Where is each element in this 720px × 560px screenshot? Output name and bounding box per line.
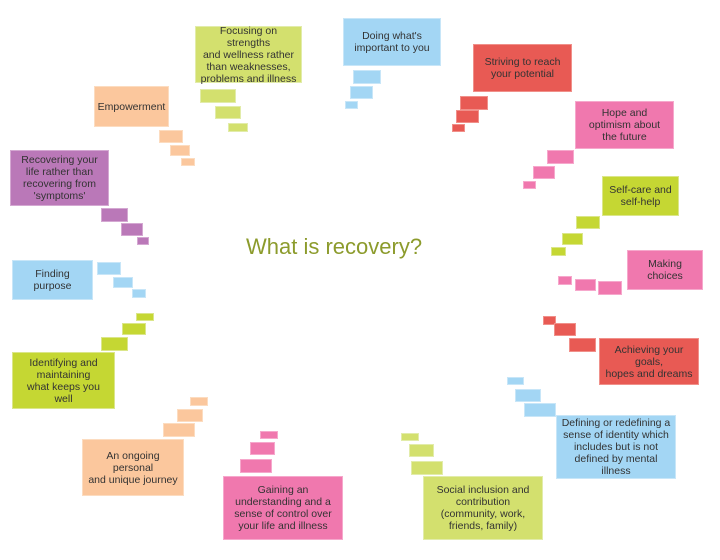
connector-step bbox=[137, 237, 149, 245]
connector-step bbox=[452, 124, 465, 132]
item-self-care-and-self-help: Self-care and self-help bbox=[602, 176, 679, 216]
connector-step bbox=[200, 89, 236, 103]
connector-step bbox=[456, 110, 479, 123]
diagram-title: What is recovery? bbox=[246, 234, 423, 259]
connector-step bbox=[411, 461, 443, 475]
connector-step bbox=[260, 431, 278, 439]
connector-step bbox=[101, 208, 128, 222]
connector-step bbox=[558, 276, 572, 285]
connector-step bbox=[551, 247, 566, 256]
connector-step bbox=[250, 442, 275, 455]
connector-step bbox=[163, 423, 195, 437]
item-finding-purpose: Finding purpose bbox=[12, 260, 93, 300]
connector-step bbox=[122, 323, 146, 335]
connector-step bbox=[136, 313, 154, 321]
item-identifying-and-maintaining: Identifying and maintaining what keeps y… bbox=[12, 352, 115, 409]
item-ongoing-journey: An ongoing personal and unique journey bbox=[82, 439, 184, 496]
connector-step bbox=[353, 70, 381, 84]
connector-step bbox=[460, 96, 488, 110]
connector-step bbox=[533, 166, 555, 179]
item-striving-to-reach-potential: Striving to reach your potential bbox=[473, 44, 572, 92]
connector-step bbox=[562, 233, 583, 245]
connector-step bbox=[576, 216, 600, 229]
connector-step bbox=[575, 279, 596, 291]
item-achieving-goals: Achieving your goals, hopes and dreams bbox=[599, 338, 699, 385]
connector-step bbox=[507, 377, 524, 385]
item-hope-and-optimism: Hope and optimism about the future bbox=[575, 101, 674, 149]
item-gaining-understanding: Gaining an understanding and a sense of … bbox=[223, 476, 343, 540]
connector-step bbox=[181, 158, 195, 166]
connector-step bbox=[159, 130, 183, 143]
item-focusing-on-strengths: Focusing on strengths and wellness rathe… bbox=[195, 25, 302, 85]
connector-step bbox=[554, 323, 576, 336]
item-recovering-your-life: Recovering your life rather than recover… bbox=[10, 150, 109, 206]
connector-step bbox=[547, 150, 574, 164]
item-empowerment: Empowerment bbox=[94, 86, 169, 127]
connector-step bbox=[401, 433, 419, 441]
connector-step bbox=[177, 409, 203, 422]
connector-step bbox=[543, 316, 556, 325]
connector-step bbox=[101, 337, 128, 351]
connector-step bbox=[170, 145, 190, 156]
connector-step bbox=[524, 403, 556, 417]
connector-step bbox=[190, 397, 208, 406]
connector-step bbox=[569, 338, 596, 352]
connector-step bbox=[97, 262, 121, 275]
item-defining-identity: Defining or redefining a sense of identi… bbox=[556, 415, 676, 479]
connector-step bbox=[345, 101, 358, 109]
connector-step bbox=[121, 223, 143, 236]
connector-step bbox=[228, 123, 248, 132]
connector-step bbox=[409, 444, 434, 457]
connector-step bbox=[215, 106, 241, 119]
connector-step bbox=[240, 459, 272, 473]
connector-step bbox=[113, 277, 133, 288]
connector-step bbox=[598, 281, 622, 295]
item-doing-whats-important: Doing what's important to you bbox=[343, 18, 441, 66]
connector-step bbox=[350, 86, 373, 99]
connector-step bbox=[523, 181, 536, 189]
connector-step bbox=[132, 289, 146, 298]
connector-step bbox=[515, 389, 541, 402]
item-making-choices: Making choices bbox=[627, 250, 703, 290]
item-social-inclusion: Social inclusion and contribution (commu… bbox=[423, 476, 543, 540]
